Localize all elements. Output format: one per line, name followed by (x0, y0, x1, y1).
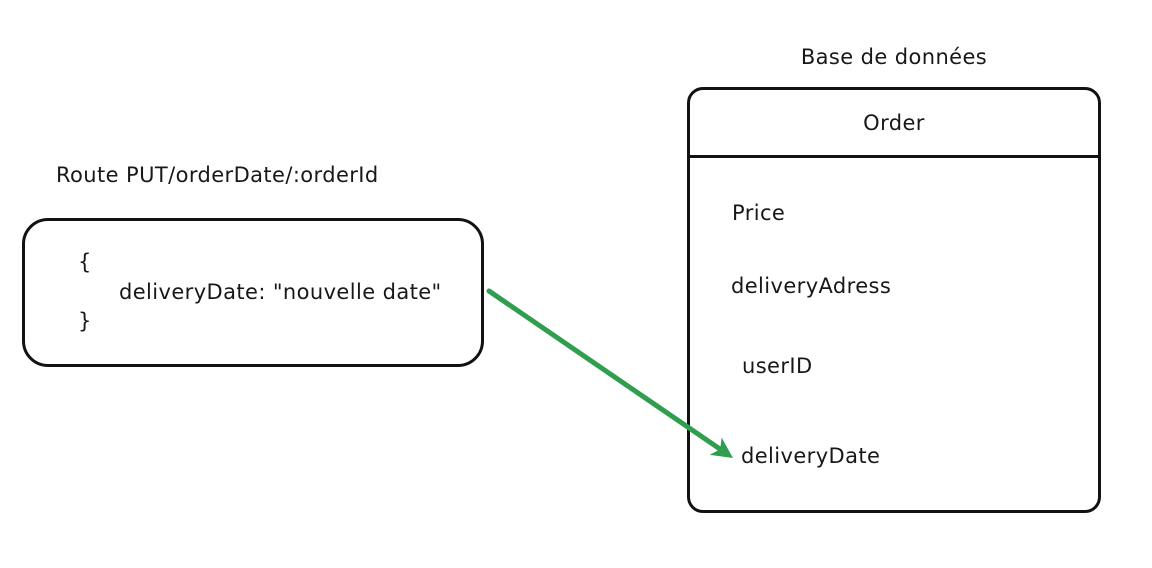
entity-field-userid: userID (742, 354, 813, 378)
entity-name: Order (863, 111, 925, 135)
entity-field-deliverydate: deliveryDate (741, 444, 881, 468)
entity-header: Order (690, 90, 1098, 158)
request-payload-box[interactable] (22, 218, 484, 367)
json-brace-close: } (78, 309, 92, 333)
request-body-field: deliveryDate: "nouvelle date" (119, 280, 442, 304)
json-brace-open: { (78, 250, 92, 274)
database-title: Base de données (800, 45, 988, 69)
route-label: Route PUT/orderDate/:orderId (56, 163, 379, 187)
order-entity-box[interactable]: Order Price deliveryAdress userID delive… (687, 87, 1101, 513)
entity-field-price: Price (732, 201, 786, 225)
entity-field-deliveryadress: deliveryAdress (731, 274, 892, 298)
